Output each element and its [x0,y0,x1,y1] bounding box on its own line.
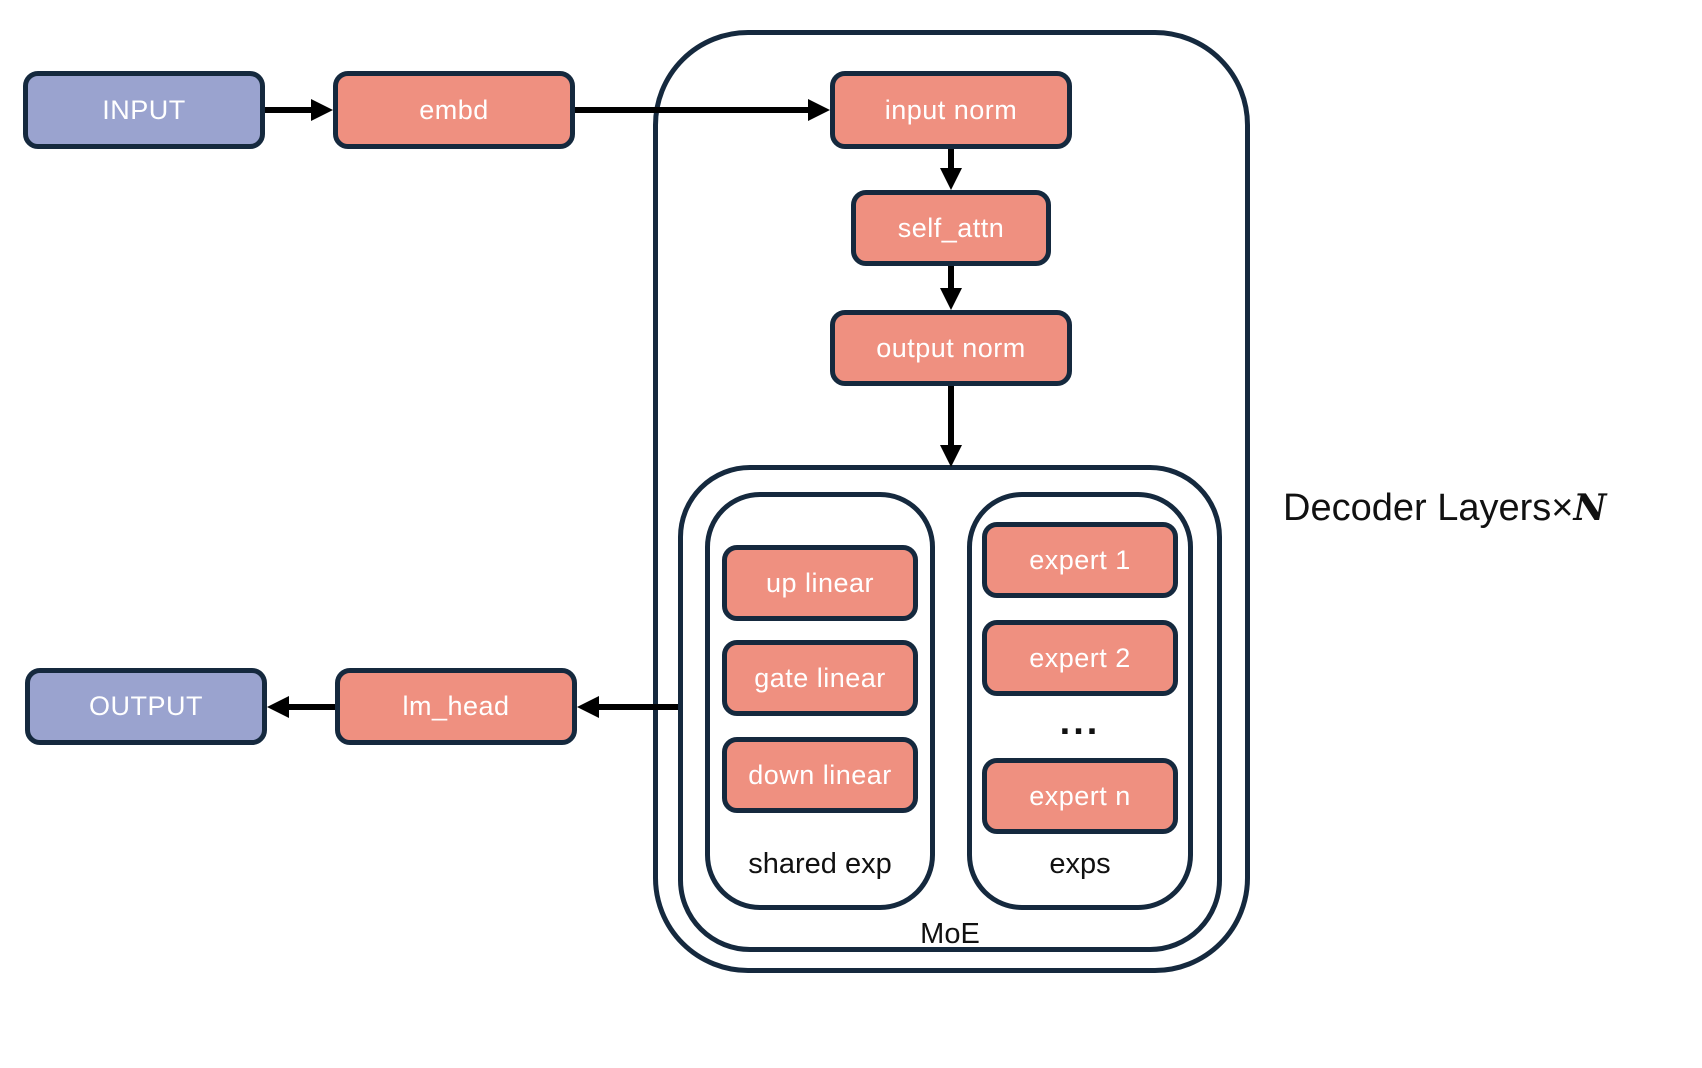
arrow-input-to-embd [265,99,333,121]
experts-ellipsis: ... [1059,701,1101,743]
shared-exp-container [705,492,935,910]
arrow-input-norm-to-self-attn [940,149,962,190]
embd-node: embd [333,71,575,149]
self-attn-node: self_attn [851,190,1051,266]
lm-head-node: lm_head [335,668,577,745]
output-norm-node: output norm [830,310,1072,386]
arrow-lm-head-to-output [267,696,335,718]
input-norm-node: input norm [830,71,1072,149]
expert-n-node: expert n [982,758,1178,834]
times-symbol: × [1551,487,1574,529]
up-linear-node: up linear [722,545,918,621]
moe-container [678,465,1222,952]
decoder-layers-label: Decoder Layers×N [1283,487,1606,530]
expert-2-node: expert 2 [982,620,1178,696]
decoder-layers-container [653,30,1250,973]
arrow-output-norm-to-moe [940,386,962,467]
output-node: OUTPUT [25,668,267,745]
shared-exp-label: shared exp [748,848,892,880]
gate-linear-node: gate linear [722,640,918,716]
exps-container [967,492,1193,910]
expert-1-node: expert 1 [982,522,1178,598]
moe-label: MoE [920,918,980,950]
arrow-embd-to-input-norm [575,99,830,121]
arrow-moe-to-lm-head [577,696,678,718]
down-linear-node: down linear [722,737,918,813]
exps-label: exps [1049,848,1111,880]
input-node: INPUT [23,71,265,149]
arrow-self-attn-to-output-norm [940,266,962,310]
decoder-layers-text: Decoder Layers [1283,487,1552,529]
layer-count-n: N [1573,487,1607,529]
